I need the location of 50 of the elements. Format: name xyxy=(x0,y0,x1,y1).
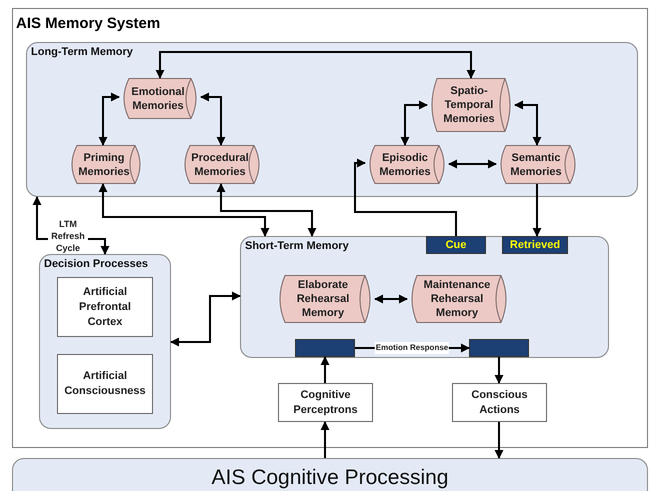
edge-label: LTM Refresh Cycle xyxy=(48,218,88,254)
connector-arrow xyxy=(400,100,428,146)
memory-group-panel xyxy=(39,254,171,429)
connector-arrow xyxy=(514,100,542,146)
connector-arrow xyxy=(320,421,330,458)
group-heading: Long-Term Memory xyxy=(31,45,133,60)
connector-arrow xyxy=(448,160,497,168)
process-label: Artificial Consciousness xyxy=(63,369,147,399)
process-box xyxy=(278,383,373,422)
connector-arrow xyxy=(374,294,408,304)
connector-arrow xyxy=(354,158,457,236)
band-label: AIS Cognitive Processing xyxy=(212,465,448,491)
memory-label: Maintenance Rehearsal Memory xyxy=(422,278,492,320)
connector-arrow xyxy=(98,92,120,146)
signal-tag xyxy=(502,236,568,254)
connector-arrow xyxy=(156,51,476,79)
processing-band xyxy=(12,458,648,491)
connector-arrow xyxy=(170,292,241,346)
connector-arrow xyxy=(494,357,504,384)
group-heading: Short-Term Memory xyxy=(245,239,349,254)
connector-arrow xyxy=(532,184,542,237)
process-box xyxy=(57,354,153,414)
memory-label: Elaborate Rehearsal Memory xyxy=(296,278,350,320)
process-label: Cognitive Perceptrons xyxy=(292,388,359,418)
memory-label: Semantic Memories xyxy=(509,150,563,178)
memory-label: Procedural Memories xyxy=(190,150,250,178)
signal-bar xyxy=(295,339,355,357)
tag-label: Retrieved xyxy=(510,238,560,253)
group-heading: Decision Processes xyxy=(44,257,148,272)
process-box xyxy=(57,277,153,337)
connector-arrow xyxy=(216,183,316,237)
system-frame xyxy=(12,8,648,448)
edge-label: Emotion Response xyxy=(374,342,450,354)
signal-bar xyxy=(469,339,529,357)
connector-arrow xyxy=(494,422,504,459)
connector-arrow xyxy=(320,356,330,383)
memory-group-panel xyxy=(240,236,609,358)
process-label: Artificial Prefrontal Cortex xyxy=(78,284,132,330)
memory-label: Priming Memories xyxy=(77,150,131,178)
connector-arrow xyxy=(200,92,226,146)
memory-label: Emotional Memories xyxy=(130,84,186,112)
connector-arrow xyxy=(98,183,270,237)
tag-label: Cue xyxy=(446,238,466,253)
process-box xyxy=(452,383,547,422)
memory-label: Episodic Memories xyxy=(378,150,432,178)
memory-group-panel xyxy=(26,42,638,197)
memory-label: Spatio-Temporal Memories xyxy=(442,84,496,126)
process-label: Conscious Actions xyxy=(470,388,529,418)
signal-tag xyxy=(426,236,486,254)
diagram-title: AIS Memory System xyxy=(16,14,160,34)
